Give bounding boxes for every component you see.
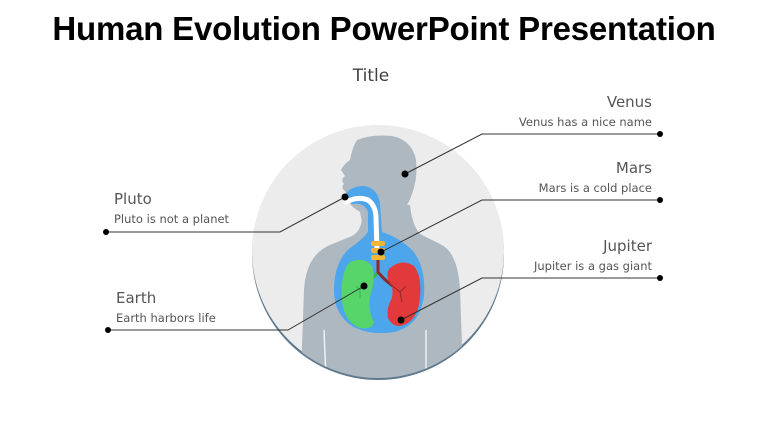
label-jupiter: Jupiter Jupiter is a gas giant bbox=[534, 237, 652, 274]
dot-pluto-end bbox=[103, 229, 109, 235]
human-silhouette bbox=[300, 135, 464, 378]
label-earth-name: Earth bbox=[116, 289, 157, 307]
label-pluto: Pluto Pluto is not a planet bbox=[114, 190, 229, 227]
slide-subtitle: Title bbox=[352, 66, 390, 86]
dot-jupiter bbox=[397, 316, 405, 324]
dot-venus bbox=[401, 170, 409, 178]
label-earth-desc: Earth harbors life bbox=[116, 311, 216, 325]
label-mars: Mars Mars is a cold place bbox=[539, 159, 652, 196]
label-venus-desc: Venus has a nice name bbox=[518, 115, 652, 129]
label-pluto-name: Pluto bbox=[114, 190, 152, 208]
dot-mars-end bbox=[657, 197, 663, 203]
left-lung bbox=[341, 259, 374, 329]
dot-earth bbox=[360, 282, 368, 290]
label-jupiter-name: Jupiter bbox=[603, 237, 652, 255]
label-earth: Earth Earth harbors life bbox=[116, 289, 216, 326]
label-venus-name: Venus bbox=[606, 93, 652, 111]
dot-mars bbox=[377, 248, 385, 256]
label-mars-name: Mars bbox=[615, 159, 652, 177]
dot-earth-end bbox=[105, 327, 111, 333]
label-venus: Venus Venus has a nice name bbox=[519, 93, 652, 130]
label-mars-desc: Mars is a cold place bbox=[538, 181, 652, 195]
right-lung bbox=[387, 262, 421, 326]
label-pluto-desc: Pluto is not a planet bbox=[114, 212, 230, 226]
label-jupiter-desc: Jupiter is a gas giant bbox=[533, 259, 652, 273]
leader-lines bbox=[106, 133, 660, 331]
dot-venus-end bbox=[657, 131, 663, 137]
trachea bbox=[343, 195, 380, 253]
slide-title: Human Evolution PowerPoint Presentation bbox=[52, 10, 716, 47]
dot-jupiter-end bbox=[657, 275, 663, 281]
leader-dots bbox=[103, 131, 663, 333]
dot-pluto bbox=[341, 193, 349, 201]
